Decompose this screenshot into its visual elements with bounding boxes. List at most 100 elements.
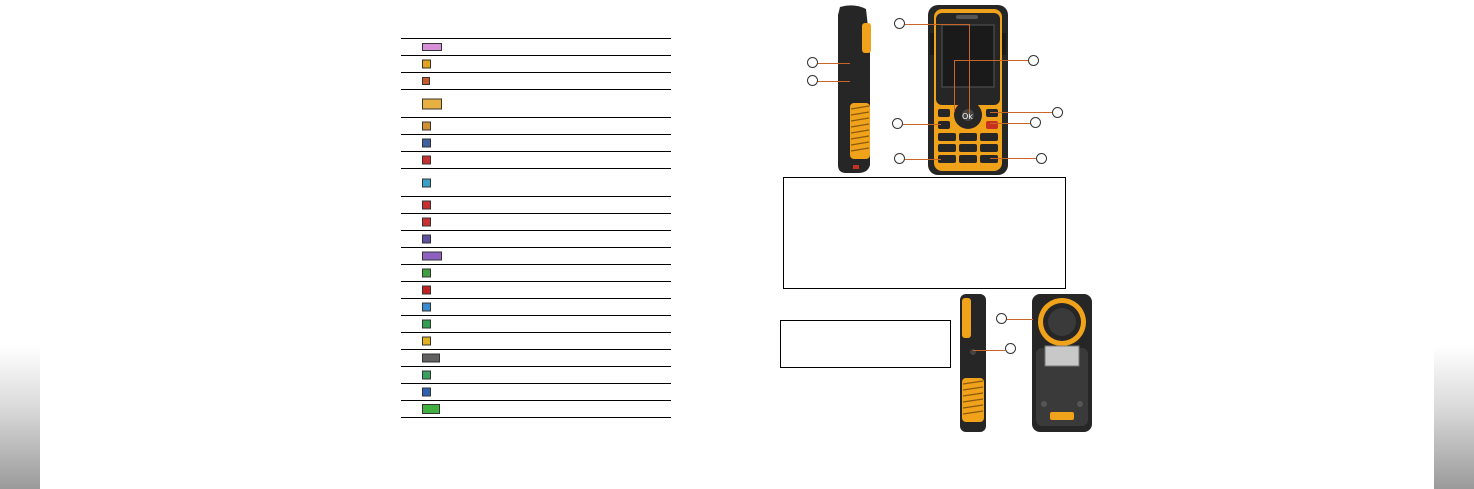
icon-cell [401,38,449,56]
phone-side-view [838,5,871,174]
icon-description [449,247,671,265]
icon-description [449,168,671,197]
icon-table-row [401,247,671,265]
icon-table-row [401,315,671,333]
leader-side-1 [818,63,850,64]
icon-description [449,38,671,56]
svg-text:Ok: Ok [962,112,973,121]
icon-table-row [401,332,671,350]
signal-strength-icon [422,43,442,51]
leader-1 [905,24,970,25]
icon-cell [401,332,449,350]
leader-1-drop [969,24,970,114]
missed-call-icon [422,285,431,295]
callout-6 [894,153,905,164]
icon-cell [401,117,449,135]
callout-1 [894,18,905,29]
icon-cell [401,298,449,316]
callout-7 [1036,153,1047,164]
icon-table-row [401,196,671,214]
leader-2-drop [954,60,955,112]
hourglass-icon [422,77,430,85]
battery-icon [422,404,440,414]
leader-side-2 [818,81,850,82]
icon-table-row [401,134,671,152]
icon-cell [401,89,449,118]
leader-6 [905,159,941,160]
clock-icon [422,370,431,380]
back-note-box [780,320,951,368]
leader-back-2 [973,350,1005,351]
alarm-icon [422,217,431,227]
vibrate-mode-icon [422,138,431,148]
icon-description [449,332,671,350]
icon-cell [401,151,449,169]
icon-description [449,230,671,248]
icon-description [449,55,671,73]
icon-cell [401,168,449,197]
callout-3 [892,118,903,129]
icon-description [449,366,671,384]
icon-cell [401,247,449,265]
icon-description [449,72,671,90]
leader-7 [990,158,1036,159]
icon-table-row [401,298,671,316]
leader-back-1 [1007,319,1033,320]
page-edge-right [1434,346,1474,489]
icon-cell [401,196,449,214]
callout-back-1 [996,313,1007,324]
icon-description [449,264,671,282]
unread-messages-icon [422,98,442,109]
callout-back-2 [1005,343,1016,354]
icon-table-row [401,117,671,135]
icon-table-row [401,38,671,56]
gprs-icon [422,319,431,329]
icon-description [449,349,671,367]
icon-description [449,281,671,299]
leader-2 [954,60,1028,61]
headset-icon [422,234,431,244]
icon-cell [401,264,449,282]
icon-cell [401,383,449,401]
icon-table-row [401,349,671,367]
icon-cell [401,230,449,248]
icon-description [449,134,671,152]
phone-front-view: Ok [928,5,1008,175]
icon-table-row [401,89,671,118]
page-edge-left [0,346,40,489]
roaming-icon [422,251,442,261]
leader-5 [990,123,1030,124]
call-forward-icon [422,268,431,278]
callout-4 [1052,107,1063,118]
icon-description [449,89,671,118]
icon-description [449,315,671,333]
icon-table-row [401,400,671,418]
icon-table-row [401,366,671,384]
bluetooth-icon [422,302,431,312]
keypad-lock-icon [422,353,440,363]
leader-4 [990,112,1052,113]
icon-table-row [401,151,671,169]
icon-table-row [401,230,671,248]
silent-mode-icon [422,121,431,131]
java-icon [422,387,431,397]
icon-table-row [401,264,671,282]
icon-cell [401,315,449,333]
outdoor-mode-icon [422,178,431,187]
icon-description [449,383,671,401]
icon-cell [401,134,449,152]
message-icon [422,59,431,69]
icon-description [449,196,671,214]
icon-description [449,400,671,418]
leader-3 [903,124,941,125]
callout-2 [1028,55,1039,66]
icon-cell [401,366,449,384]
icon-cell [401,213,449,231]
phone-back-view [1032,294,1092,432]
callout-side-1 [807,57,818,68]
icon-table-row [401,55,671,73]
callout-side-2 [807,75,818,86]
icon-table-row [401,383,671,401]
phone-side-back-view [960,294,986,432]
icon-table-row [401,72,671,90]
